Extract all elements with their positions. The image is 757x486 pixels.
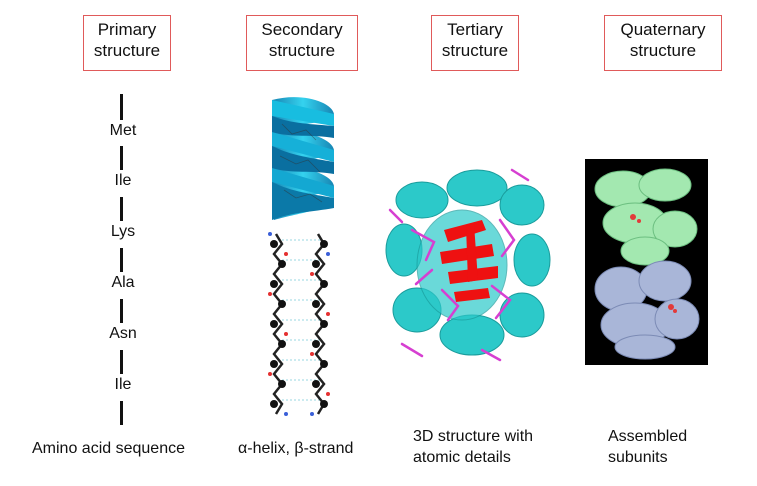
residue-met: Met xyxy=(109,122,137,139)
tertiary-caption: 3D structure with atomic details xyxy=(413,428,534,466)
residue-lys: Lys xyxy=(110,223,136,240)
residue-ile-2: Ile xyxy=(114,376,132,393)
residue-ala: Ala xyxy=(111,274,135,291)
chain-bond xyxy=(120,94,123,120)
chain-bond xyxy=(120,299,123,323)
quaternary-caption: Assembled subunits xyxy=(608,428,688,466)
quaternary-structure-header: Quaternary structure xyxy=(604,15,722,71)
primary-caption: Amino acid sequence xyxy=(32,440,185,457)
primary-structure-header: Primary structure xyxy=(83,15,171,71)
quaternary-protein-image xyxy=(585,159,708,365)
tertiary-protein-image xyxy=(385,168,551,362)
alpha-helix-image xyxy=(272,97,334,220)
secondary-structure-header: Secondary structure xyxy=(246,15,358,71)
beta-strand-image xyxy=(268,232,330,416)
chain-bond xyxy=(120,248,123,272)
residue-asn: Asn xyxy=(109,325,137,342)
chain-bond xyxy=(120,350,123,374)
residue-ile: Ile xyxy=(114,172,132,189)
tertiary-structure-header: Tertiary structure xyxy=(431,15,519,71)
chain-bond xyxy=(120,146,123,170)
chain-bond xyxy=(120,401,123,425)
chain-bond xyxy=(120,197,123,221)
secondary-caption: α-helix, β-strand xyxy=(238,440,354,457)
